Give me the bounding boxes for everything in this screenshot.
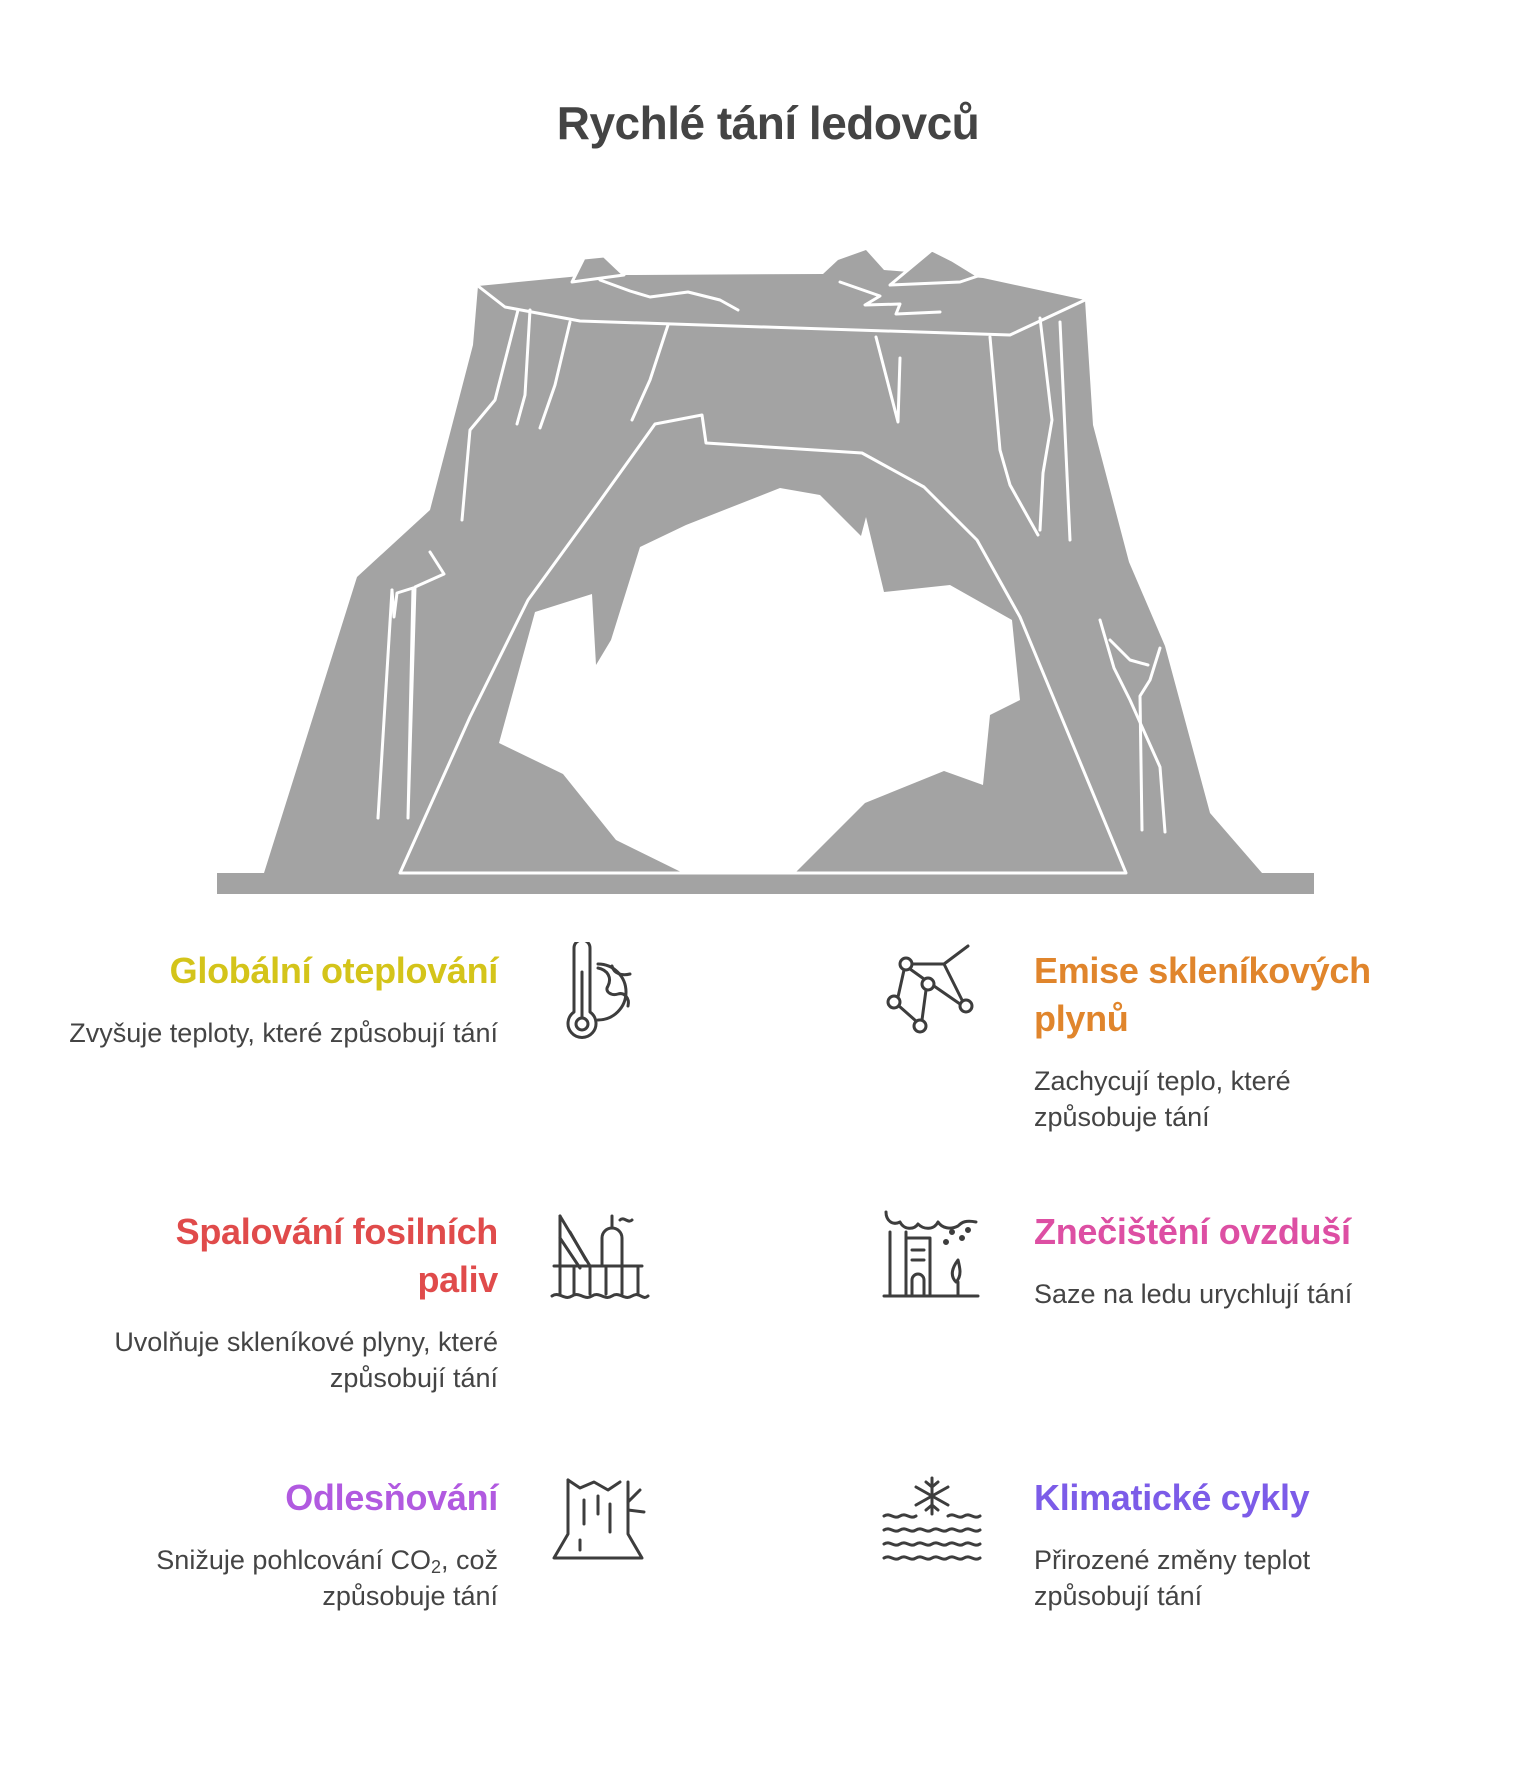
cause-title: Emise skleníkových plynů [1034,950,1371,1039]
cause-title: Spalování fosilních paliv [175,1211,499,1300]
thermometer-globe-icon [550,938,650,1042]
cause-title: Klimatické cykly [1034,1477,1310,1518]
smog-city-icon [882,1208,982,1308]
cause-air-pollution: Znečištění ovzduší Saze na ledu urychluj… [1034,1208,1504,1312]
cause-climate-cycles: Klimatické cykly Přirozené změny teplot … [1034,1474,1504,1614]
cause-title: Znečištění ovzduší [1034,1211,1351,1252]
page-title: Rychlé tání ledovců [556,97,980,149]
cause-description: Snižuje pohlcování CO2, což způsobuje tá… [156,1545,498,1611]
cause-fossil-fuels: Spalování fosilních paliv Uvolňuje sklen… [28,1208,498,1396]
cause-greenhouse-gases: Emise skleníkových plynů Zachycují teplo… [1034,947,1504,1135]
cause-description: Uvolňuje skleníkové plyny, které způsobu… [114,1327,498,1393]
cause-deforestation: Odlesňování Snižuje pohlcování CO2, což … [28,1474,498,1614]
tree-stump-icon [550,1474,650,1574]
cause-title: Odlesňování [285,1477,498,1518]
cause-global-warming: Globální oteplování Zvyšuje teploty, kte… [28,947,498,1051]
glacier-illustration [200,240,1336,905]
cause-title: Globální oteplování [169,950,499,991]
cause-description: Přirozené změny teplot způsobují tání [1034,1545,1311,1611]
oil-rig-icon [550,1208,650,1308]
snowflake-waves-icon [882,1474,982,1574]
cause-description: Zachycují teplo, které způsobuje tání [1034,1066,1291,1132]
cause-description: Saze na ledu urychlují tání [1034,1279,1353,1309]
molecule-network-icon [882,942,982,1042]
cause-description: Zvyšuje teploty, které způsobují tání [69,1018,498,1048]
